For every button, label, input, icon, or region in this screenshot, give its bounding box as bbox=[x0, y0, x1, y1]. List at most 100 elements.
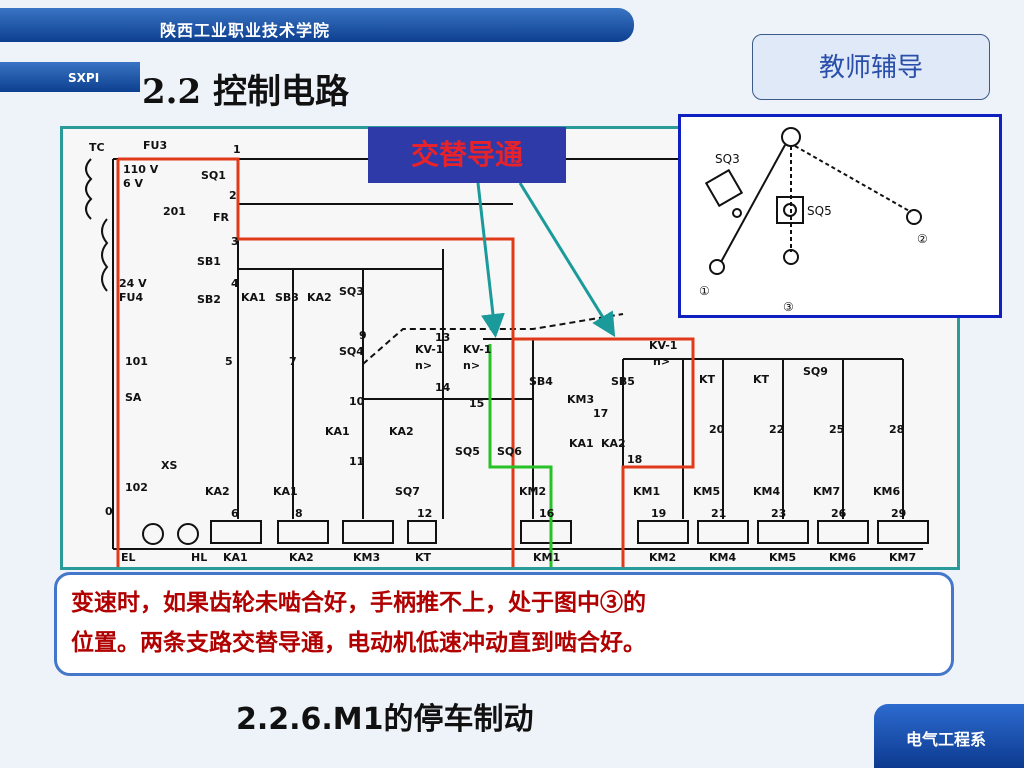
label-fr: FR bbox=[213, 211, 230, 224]
label-el: EL bbox=[121, 551, 136, 564]
label-sq6: SQ6 bbox=[497, 445, 522, 458]
inset-label-position-2: ② bbox=[917, 232, 928, 246]
coil-label-km7: KM7 bbox=[889, 551, 916, 564]
label-102: 102 bbox=[125, 481, 148, 494]
label-xs: XS bbox=[161, 459, 177, 472]
coil-label-km5: KM5 bbox=[769, 551, 796, 564]
coil-label-km2: KM2 bbox=[649, 551, 676, 564]
label-sq5: SQ5 bbox=[455, 445, 480, 458]
subsection-title: 2.2.6.M1的停车制动 bbox=[236, 702, 534, 737]
label-node-15: 15 bbox=[469, 397, 484, 410]
coil-label-km4: KM4 bbox=[709, 551, 736, 564]
label-node-12: 12 bbox=[417, 507, 432, 520]
label-node-11: 11 bbox=[349, 455, 364, 468]
label-node-22: 22 bbox=[769, 423, 784, 436]
coil-label-km3: KM3 bbox=[353, 551, 380, 564]
label-node-21: 21 bbox=[711, 507, 726, 520]
label-km1-contact: KM1 bbox=[633, 485, 660, 498]
coil-label-kt: KT bbox=[415, 551, 432, 564]
coil-label-km6: KM6 bbox=[829, 551, 856, 564]
section-title: 2.2 控制电路 bbox=[142, 72, 349, 112]
footer-bar bbox=[874, 704, 1024, 768]
college-abbr: SXPI bbox=[68, 71, 100, 85]
label-kv1-b: KV-1 bbox=[463, 343, 491, 356]
label-node-16: 16 bbox=[539, 507, 555, 520]
coil-label-km1: KM1 bbox=[533, 551, 560, 564]
coil-label-ka1: KA1 bbox=[223, 551, 248, 564]
label-tc: TC bbox=[89, 141, 105, 154]
label-node-17: 17 bbox=[593, 407, 608, 420]
label-km6-contact: KM6 bbox=[873, 485, 900, 498]
label-node-2: 2 bbox=[229, 189, 237, 202]
label-node-20: 20 bbox=[709, 423, 725, 436]
inset-label-position-3: ③ bbox=[783, 300, 794, 314]
note-line-1: 变速时，如果齿轮未啮合好，手柄推不上，处于图中③的 bbox=[71, 589, 646, 616]
label-sq4: SQ4 bbox=[339, 345, 364, 358]
label-node-1: 1 bbox=[233, 143, 241, 156]
label-hl: HL bbox=[191, 551, 207, 564]
inset-label-position-1: ① bbox=[699, 284, 710, 298]
alternating-conduction-tag: 交替导通 bbox=[368, 127, 566, 183]
label-kv1-c: KV-1 bbox=[649, 339, 677, 352]
label-node-4: 4 bbox=[231, 277, 239, 290]
label-n-b: n> bbox=[463, 359, 480, 372]
explanation-note: 变速时，如果齿轮未啮合好，手柄推不上，处于图中③的 位置。两条支路交替导通，电动… bbox=[54, 572, 954, 676]
label-node-3: 3 bbox=[231, 235, 239, 248]
label-sa: SA bbox=[125, 391, 142, 404]
label-node-8: 8 bbox=[295, 507, 303, 520]
label-kt-b: KT bbox=[753, 373, 770, 386]
label-node-5: 5 bbox=[225, 355, 233, 368]
label-201: 201 bbox=[163, 205, 186, 218]
label-ka1-inner: KA1 bbox=[569, 437, 594, 450]
label-km2-contact: KM2 bbox=[519, 485, 546, 498]
label-sb4: SB4 bbox=[529, 375, 553, 388]
label-sq9: SQ9 bbox=[803, 365, 828, 378]
label-km7-contact: KM7 bbox=[813, 485, 840, 498]
label-sb2: SB2 bbox=[197, 293, 221, 306]
label-ka2-mid: KA2 bbox=[389, 425, 414, 438]
label-node-10: 10 bbox=[349, 395, 365, 408]
label-fu3: FU3 bbox=[143, 139, 167, 152]
label-node-7: 7 bbox=[289, 355, 297, 368]
label-node-23: 23 bbox=[771, 507, 786, 520]
label-sq3: SQ3 bbox=[339, 285, 364, 298]
label-node-14: 14 bbox=[435, 381, 451, 394]
label-node-6: 6 bbox=[231, 507, 239, 520]
label-node-29: 29 bbox=[891, 507, 906, 520]
note-line-2: 位置。两条支路交替导通，电动机低速冲动直到啮合好。 bbox=[71, 629, 646, 656]
label-node-13: 13 bbox=[435, 331, 450, 344]
label-km4-contact: KM4 bbox=[753, 485, 780, 498]
label-ka2-inner: KA2 bbox=[601, 437, 626, 450]
inset-label-sq3: SQ3 bbox=[715, 152, 740, 166]
label-node-19: 19 bbox=[651, 507, 666, 520]
inset-svg: SQ3 SQ5 ① ② ③ bbox=[699, 127, 928, 314]
teacher-guide-button[interactable]: 教师辅导 bbox=[752, 34, 990, 100]
label-node-9: 9 bbox=[359, 329, 367, 342]
label-sb5: SB5 bbox=[611, 375, 635, 388]
label-node-25: 25 bbox=[829, 423, 844, 436]
label-ka2-bottom: KA2 bbox=[205, 485, 230, 498]
label-kt-a: KT bbox=[699, 373, 716, 386]
label-sq1: SQ1 bbox=[201, 169, 226, 182]
label-sq7: SQ7 bbox=[395, 485, 420, 498]
coil-label-ka2: KA2 bbox=[289, 551, 314, 564]
label-km3: KM3 bbox=[567, 393, 594, 406]
label-110v: 110 V bbox=[123, 163, 159, 176]
department-name: 电气工程系 bbox=[906, 730, 987, 749]
label-ka1-bottom: KA1 bbox=[273, 485, 298, 498]
label-ka1-top: KA1 bbox=[241, 291, 266, 304]
switch-position-inset: SQ3 SQ5 ① ② ③ bbox=[678, 114, 1002, 318]
label-ka1-mid: KA1 bbox=[325, 425, 350, 438]
label-sb3: SB3 bbox=[275, 291, 299, 304]
label-n-a: n> bbox=[415, 359, 432, 372]
header-sub-bar bbox=[0, 62, 140, 92]
label-node-18: 18 bbox=[627, 453, 642, 466]
label-km5-contact: KM5 bbox=[693, 485, 720, 498]
label-zero: 0 bbox=[105, 505, 113, 518]
label-node-26: 26 bbox=[831, 507, 847, 520]
label-6v: 6 V bbox=[123, 177, 143, 190]
header-bar bbox=[0, 8, 634, 42]
label-ka2-top: KA2 bbox=[307, 291, 332, 304]
label-fu4: FU4 bbox=[119, 291, 143, 304]
